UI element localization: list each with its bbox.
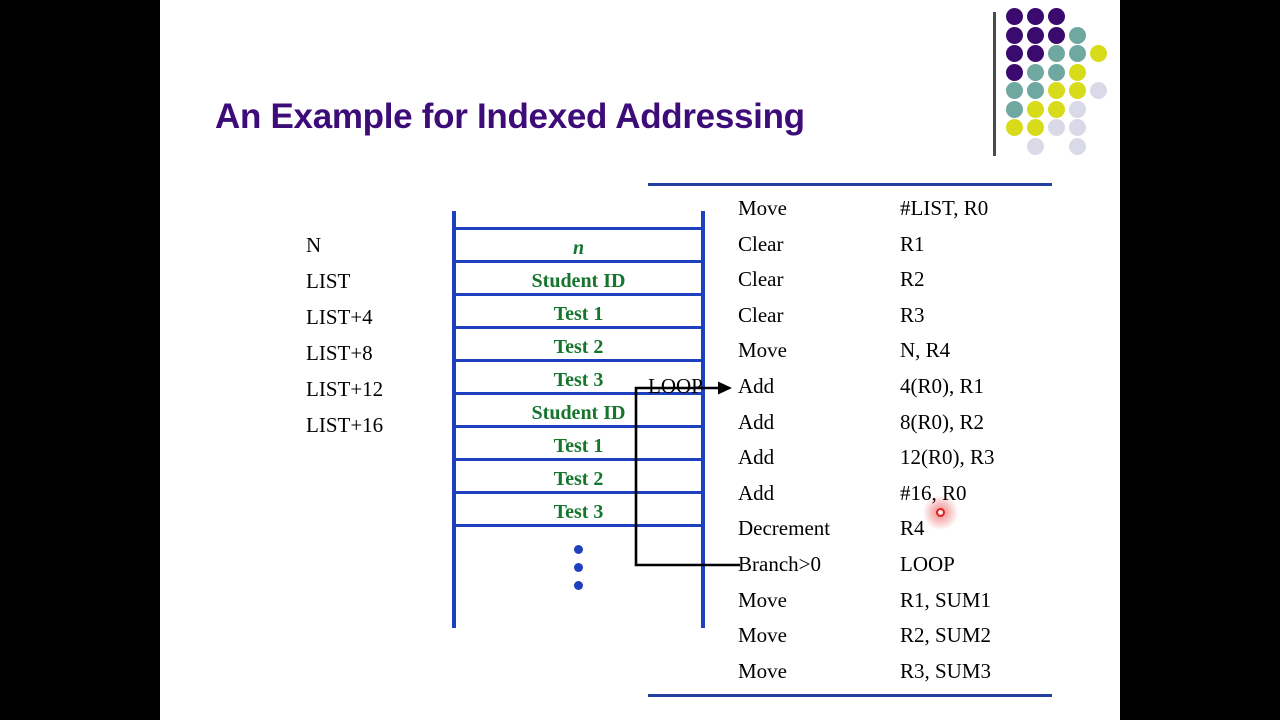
code-line-mnemonic: Clear (738, 302, 784, 327)
code-line-operands: R2 (900, 267, 925, 292)
code-line: Clear R1 (648, 227, 1052, 263)
logo-dot-yellow (1069, 63, 1086, 81)
logo-dot-gray (1069, 137, 1086, 155)
logo-dot-purple (1027, 45, 1044, 62)
logo-dot-yellow (1006, 119, 1023, 136)
logo-dot-gray (1027, 137, 1044, 155)
logo-dot-purple (1006, 8, 1023, 25)
logo-dot-purple (1027, 26, 1044, 44)
code-line-operands: R4 (900, 516, 925, 541)
logo-dot-gray (1069, 100, 1086, 118)
logo-dot-purple (1048, 26, 1065, 44)
code-line: Decrement R4 (648, 511, 1052, 547)
code-line-operands: 8(R0), R2 (900, 409, 984, 434)
table-rail-right (701, 211, 705, 628)
logo-dot-teal (1027, 63, 1044, 81)
code-line-mnemonic: Move (738, 658, 787, 683)
logo-dot-yellow (1048, 100, 1065, 118)
code-line-operands: R1 (900, 231, 925, 256)
code-line-operands: 4(R0), R1 (900, 373, 984, 398)
vertical-ellipsis-icon (452, 545, 705, 599)
memory-label (306, 443, 452, 479)
logo-dot-teal (1069, 45, 1086, 62)
memory-label: N (306, 233, 322, 257)
page-title: An Example for Indexed Addressing (215, 97, 805, 136)
code-line-mnemonic: Clear (738, 231, 784, 256)
memory-label: LIST+16 (306, 413, 384, 437)
logo-dot-grid (1006, 8, 1113, 158)
logo-dot-yellow (1069, 82, 1086, 99)
code-line-operands: R3 (900, 302, 925, 327)
loop-back-arrow-icon (634, 381, 740, 567)
logo-dot-teal (1006, 100, 1023, 118)
code-line: Clear R2 (648, 262, 1052, 298)
code-line-operands: LOOP (900, 551, 955, 576)
logo-dot-teal (1006, 82, 1023, 99)
memory-label: LIST+12 (306, 377, 384, 401)
code-line: Clear R3 (648, 298, 1052, 334)
code-line: Move R1, SUM1 (648, 583, 1052, 619)
code-line: Move R2, SUM2 (648, 618, 1052, 654)
code-line-operands: R2, SUM2 (900, 623, 992, 648)
code-line-mnemonic: Move (738, 623, 787, 648)
memory-label: LIST+4 (306, 305, 373, 329)
table-rail-left (452, 211, 456, 628)
logo-dot-yellow (1027, 100, 1044, 118)
logo-dot-teal (1048, 63, 1065, 81)
code-line: Branch>0 LOOP (648, 547, 1052, 583)
code-line: LOOP Add 4(R0), R1 (648, 369, 1052, 405)
letterbox-left (0, 0, 160, 720)
code-line-operands: N, R4 (900, 338, 951, 363)
code-line-mnemonic: Clear (738, 267, 784, 292)
logo-dot-gray (1048, 119, 1065, 136)
code-line-operands: R1, SUM1 (900, 587, 992, 612)
code-rule-bottom (648, 694, 1052, 698)
logo-dot-teal (1048, 45, 1065, 62)
logo-dot-purple (1027, 8, 1044, 25)
logo-vertical-rule (993, 12, 996, 156)
letterbox-right (1120, 0, 1280, 720)
logo-dot-purple (1006, 63, 1023, 81)
slide-canvas: An Example for Indexed Addressing N LIST L… (160, 0, 1120, 720)
code-line-operands: #LIST, R0 (900, 196, 989, 220)
memory-label: LIST+8 (306, 341, 373, 365)
code-line: Move #LIST, R0 (648, 191, 1052, 227)
logo-dot-teal (1069, 26, 1086, 44)
logo-dot-teal (1027, 82, 1044, 99)
code-line-mnemonic: Add (738, 373, 775, 398)
code-line-mnemonic: Add (738, 409, 775, 434)
memory-label (306, 515, 452, 551)
logo-dot-gray (1090, 82, 1107, 99)
code-line-operands: 12(R0), R3 (900, 445, 995, 470)
code-line-operands: #16, R0 (900, 480, 967, 505)
code-rule-top (648, 183, 1052, 186)
memory-continuation (452, 524, 705, 607)
logo-dot-yellow (1048, 82, 1065, 99)
logo-dot-purple (1048, 8, 1065, 25)
code-line-operands: R3, SUM3 (900, 658, 992, 683)
memory-label: LIST (306, 269, 351, 293)
logo-dot-purple (1006, 45, 1023, 62)
logo-dot-yellow (1090, 45, 1107, 62)
code-line: Add 8(R0), R2 (648, 405, 1052, 441)
logo-dot-purple (1006, 26, 1023, 44)
code-line: Move R3, SUM3 (648, 654, 1052, 690)
memory-label (306, 479, 452, 515)
code-line-mnemonic: Add (738, 480, 775, 505)
code-line-mnemonic: Move (738, 338, 787, 363)
code-line: Move N, R4 (648, 333, 1052, 369)
code-line-label: LOOP (648, 373, 703, 398)
code-line: Add 12(R0), R3 (648, 440, 1052, 476)
logo-dot-gray (1069, 119, 1086, 136)
code-line-mnemonic: Move (738, 196, 787, 220)
logo-dot-yellow (1027, 119, 1044, 136)
dot-matrix-logo (993, 8, 1113, 158)
code-line-mnemonic: Move (738, 587, 787, 612)
code-line-mnemonic: Decrement (738, 516, 831, 541)
code-line-mnemonic: Add (738, 445, 775, 470)
code-line-mnemonic: Branch>0 (738, 551, 821, 576)
